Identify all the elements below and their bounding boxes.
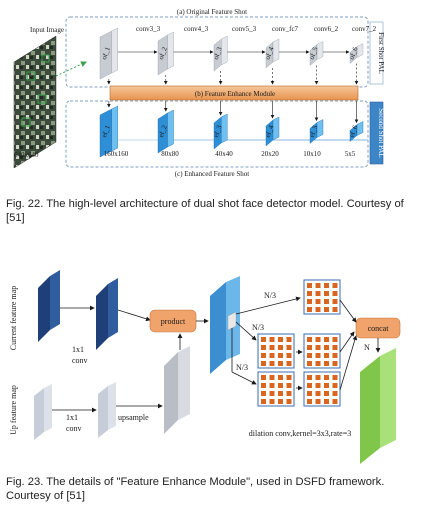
layer-label-conv-fc7: conv_fc7 <box>272 25 299 33</box>
enhanced-feature-label-6: ef_6 <box>348 124 360 139</box>
dilation-grid-3 <box>303 333 341 369</box>
concat-label: concat <box>368 324 390 333</box>
current-map-block <box>38 270 60 342</box>
up-map-label: Up feature map <box>9 385 18 435</box>
dilation-grid-1 <box>303 279 341 315</box>
original-feature-4: of_4 <box>264 38 310 85</box>
fig23-caption: Fig. 23. The details of "Feature Enhance… <box>6 476 385 502</box>
original-feature-layers: conv3_3 conv4_3 conv5_3 conv_fc7 conv6_2 conv… <box>99 25 377 85</box>
n3-label-3: N/3 <box>236 363 248 372</box>
original-feature-6: of_6 <box>348 43 364 85</box>
fig22-diagram: (a) Original Feature Shot (c) Enhanced F… <box>13 8 385 178</box>
enhanced-feature-label-5: ef_5 <box>308 124 320 139</box>
enhanced-feature-label-1: ef_1 <box>100 124 112 139</box>
size-label-3: 40x40 <box>215 150 233 158</box>
product-result-block <box>210 276 240 374</box>
enhanced-feature-1: ef_1 <box>99 101 368 158</box>
second-shot-pal: Second Shot PAL <box>369 101 385 165</box>
size-label-2: 80x80 <box>161 150 179 158</box>
size-label-5: 10x10 <box>303 150 321 158</box>
size-label-1: 160x160 <box>104 150 129 158</box>
layer-label-conv6-2: conv6_2 <box>314 25 339 33</box>
fig22-caption: Fig. 22. The high-level architecture of … <box>6 198 404 224</box>
svg-text:Second Shot PAL: Second Shot PAL <box>377 108 385 158</box>
layer-label-conv3-3: conv3_3 <box>136 25 161 33</box>
enhanced-feature-label-3: ef_3 <box>212 124 224 139</box>
up-conv-block <box>98 382 116 438</box>
n3-label-1: N/3 <box>264 291 276 300</box>
size-label-6: 5x5 <box>345 150 356 158</box>
enhanced-feature-label-4: ef_4 <box>264 124 276 139</box>
original-shot-title: (a) Original Feature Shot <box>177 8 247 16</box>
enhanced-feature-4: ef_4 <box>264 101 368 147</box>
upsample-label: upsample <box>118 413 149 422</box>
conv-top-label-1: 1x1 <box>72 345 84 354</box>
upsample-block <box>164 346 190 434</box>
dilation-grid-4 <box>257 371 295 407</box>
enhanced-feature-5: ef_5 <box>308 101 368 144</box>
fem-label: (b) Feature Enhance Module <box>195 90 275 98</box>
original-feature-5: of_5 <box>308 41 350 85</box>
n-label: N <box>364 343 370 352</box>
enhanced-feature-label-2: ef_2 <box>157 124 169 139</box>
original-feature-3: of_3 <box>212 35 266 85</box>
layer-label-conv7-2: conv7_2 <box>352 25 377 33</box>
conv-top-label-2: conv <box>72 356 88 365</box>
original-feature-1: of_1 <box>99 27 158 85</box>
input-arrow <box>55 61 87 77</box>
enhanced-feature-layers: ef_1 ef_2 ef_3 ef_4 ef_5 ef_6 160x160 80x80 40x4… <box>99 101 368 158</box>
fig23-diagram: Current feature map Up feature map 1x1 c… <box>9 270 401 464</box>
enhanced-feature-2: ef_2 <box>157 101 368 154</box>
conv-bottom-label-2: conv <box>66 424 82 433</box>
up-map-block <box>34 384 52 440</box>
input-image <box>13 35 57 169</box>
svg-text:First Shot PAL: First Shot PAL <box>377 32 385 74</box>
output-block <box>360 348 396 464</box>
first-shot-pal: First Shot PAL <box>369 21 385 85</box>
enhanced-shot-title: (c) Enhanced Feature Shot <box>175 170 249 178</box>
current-conv-block <box>96 278 118 350</box>
dilation-grid-5 <box>303 371 341 407</box>
enhanced-shot-frame <box>65 100 369 168</box>
conv-bottom-label-1: 1x1 <box>66 413 78 422</box>
input-image-label: Input Image <box>30 26 64 34</box>
dilation-grid-2 <box>257 333 295 369</box>
size-label-4: 20x20 <box>261 150 279 158</box>
enhanced-feature-3: ef_3 <box>212 101 368 150</box>
layer-label-conv4-3: conv4_3 <box>184 25 209 33</box>
feature-enhance-module-bar <box>109 85 359 101</box>
product-label: product <box>161 317 186 326</box>
dilation-grids <box>257 279 341 407</box>
enhanced-feature-6: ef_6 <box>348 101 368 142</box>
n3-label-2: N/3 <box>252 323 264 332</box>
original-feature-2: of_2 <box>157 31 214 85</box>
current-map-label: Current feature map <box>9 286 18 350</box>
layer-label-conv5-3: conv5_3 <box>232 25 257 33</box>
input-size-label: 640x640 <box>14 151 39 159</box>
dilation-label: dilation conv,kernel=3x3,rate=3 <box>249 429 351 438</box>
